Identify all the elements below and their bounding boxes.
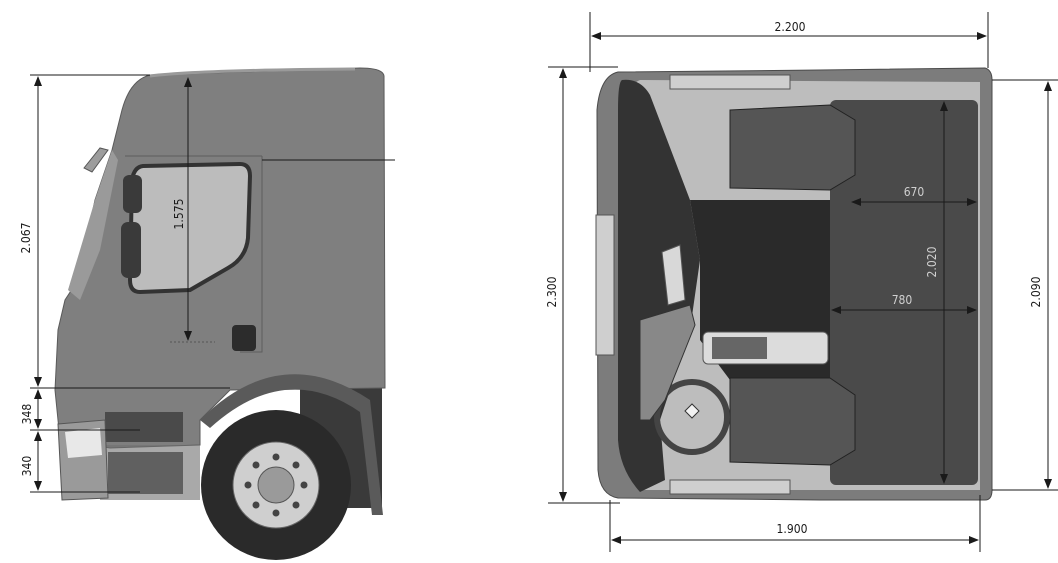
driver-seat (729, 377, 856, 466)
grille (595, 214, 615, 356)
renault-logo (684, 403, 700, 419)
window-height-label: 1.575 (172, 199, 186, 230)
step-upper-label: 348 (20, 404, 34, 425)
mirror-lower (121, 222, 141, 278)
wheel-nuts (244, 453, 308, 517)
door-trim-left (669, 479, 791, 495)
bunk-width-lower-label: 780 (892, 293, 913, 307)
windshield-edge (68, 150, 118, 300)
mirror-arm (83, 147, 109, 173)
cab-height-label: 2.067 (19, 223, 33, 254)
instrument-panel (639, 304, 696, 421)
right-length-label: 2.090 (1029, 276, 1043, 307)
step-upper-box (105, 412, 183, 442)
step-lower-label: 340 (20, 456, 34, 477)
overall-width-label: 2.200 (775, 20, 806, 34)
bunk-length-label: 2.020 (925, 246, 939, 277)
step-frame (100, 445, 200, 500)
side-view: 2.067 1.575 348 340 (19, 67, 395, 560)
dashboard-dark (618, 79, 700, 492)
passenger-seat (729, 104, 856, 191)
door-seam (240, 156, 263, 353)
console-tray (712, 337, 767, 359)
bunk-width-upper-label: 670 (904, 185, 925, 199)
headlight (65, 428, 102, 458)
dash-vents (661, 244, 686, 306)
top-view: 2.200 2.300 1.900 2.020 2.090 670 780 (545, 12, 1058, 552)
roof-edge (149, 67, 356, 78)
overall-length-label: 2.300 (545, 276, 559, 307)
mirror-upper (123, 175, 142, 213)
door-trim-right (669, 74, 791, 90)
door-handle (232, 325, 256, 351)
floor-width-label: 1.900 (777, 522, 808, 536)
steering-wheel (654, 379, 730, 455)
wheel-hub (257, 466, 295, 504)
